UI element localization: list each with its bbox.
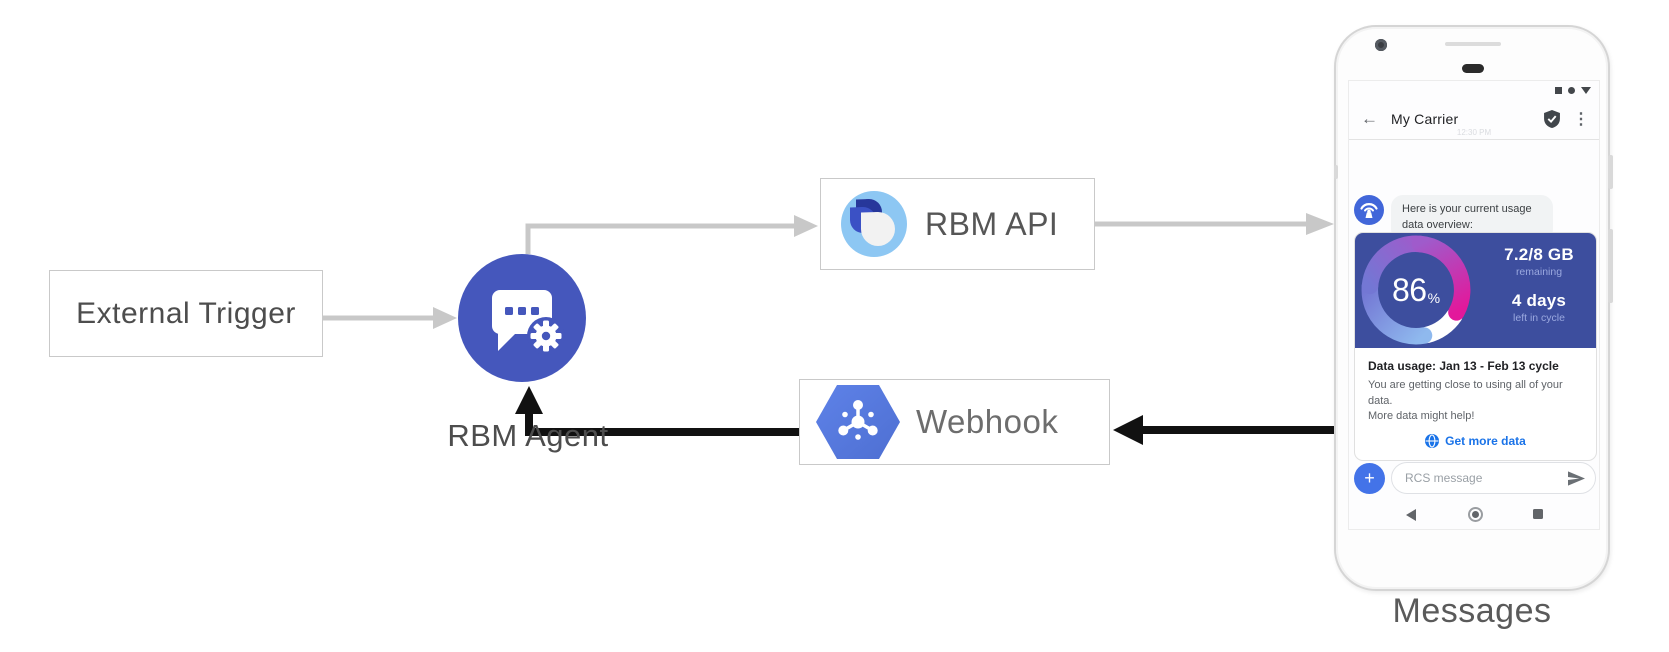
- usage-percent: 86 %: [1361, 235, 1471, 345]
- message-timestamp: 12:30 PM: [1456, 128, 1492, 137]
- webhook-label: Webhook: [916, 403, 1059, 440]
- days-value: 4 days: [1511, 291, 1567, 310]
- overflow-menu-icon[interactable]: ⋮: [1573, 111, 1589, 128]
- status-square-icon: [1555, 87, 1562, 94]
- antenna-icon: [1360, 203, 1378, 218]
- status-dot-icon: [1568, 87, 1575, 94]
- usage-gauge-panel: 86 % 7.2/8 GB remaining 4 days left in c…: [1355, 233, 1596, 348]
- get-more-data-label: Get more data: [1445, 433, 1526, 448]
- phone-screen: ← My Carrier ⋮ 12:30 PM: [1348, 80, 1600, 530]
- usage-card-text-line1: You are getting close to using all of yo…: [1368, 379, 1563, 407]
- globe-icon: [1425, 433, 1440, 448]
- remaining-label: remaining: [1515, 266, 1563, 278]
- app-bar: ← My Carrier ⋮: [1349, 99, 1599, 139]
- volume-button: [1608, 229, 1613, 303]
- compose-bar: +: [1354, 462, 1596, 494]
- speaker-slit: [1445, 42, 1501, 46]
- chat-bubble-gear-icon: [492, 290, 565, 355]
- usage-percent-value: 86: [1391, 271, 1427, 308]
- usage-donut-gauge: [1361, 235, 1471, 345]
- nav-home-button[interactable]: [1468, 507, 1483, 522]
- webhook-hexagon-icon: [816, 385, 900, 459]
- app-bar-divider: [1349, 139, 1599, 140]
- rbm-agent-label: RBM Agent: [447, 418, 609, 453]
- nav-home-dot: [1472, 511, 1479, 518]
- days-label: left in cycle: [1513, 312, 1565, 324]
- arrow-external-trigger-to-agent: [323, 307, 457, 329]
- front-camera: [1375, 39, 1387, 51]
- rbm-api-logo-icon: [841, 191, 907, 257]
- status-triangle-icon: [1581, 87, 1591, 94]
- android-nav-bar: [1349, 506, 1599, 526]
- conversation-title: My Carrier: [1391, 111, 1459, 127]
- sim-tray: [1334, 165, 1338, 179]
- power-button: [1608, 155, 1613, 189]
- message-input-pill: [1391, 462, 1596, 494]
- rbm-agent-node: [458, 254, 586, 382]
- agent-message-line1: Here is your current usage: [1402, 203, 1532, 215]
- agent-message-line2: data overview:: [1402, 218, 1473, 231]
- verified-shield-icon: [1544, 110, 1560, 128]
- phone-caption: Messages: [1392, 592, 1552, 630]
- usage-rich-card: 86 % 7.2/8 GB remaining 4 days left in c…: [1354, 232, 1597, 461]
- send-icon[interactable]: [1567, 470, 1586, 487]
- rbm-api-node: RBM API: [820, 178, 1095, 270]
- earpiece: [1462, 64, 1484, 73]
- get-more-data-button[interactable]: Get more data: [1368, 433, 1583, 448]
- arrow-api-to-phone: [1095, 213, 1334, 235]
- arrow-phone-to-webhook: [1113, 415, 1340, 445]
- usage-stats: 7.2/8 GB remaining 4 days left in cycle: [1485, 245, 1593, 324]
- usage-card-text-line2: More data might help!: [1368, 410, 1475, 423]
- external-trigger-label: External Trigger: [76, 296, 296, 330]
- remaining-value: 7.2/8 GB: [1504, 245, 1574, 264]
- external-trigger-node: External Trigger: [49, 270, 323, 357]
- rbm-api-label: RBM API: [925, 205, 1059, 242]
- status-bar: [1555, 87, 1591, 94]
- nav-recents-button[interactable]: [1533, 509, 1543, 519]
- back-arrow-icon[interactable]: ←: [1361, 109, 1378, 128]
- nav-back-button[interactable]: [1406, 509, 1416, 521]
- carrier-avatar: [1354, 195, 1384, 225]
- usage-card-title: Data usage: Jan 13 - Feb 13 cycle: [1368, 359, 1559, 373]
- attach-plus-button[interactable]: +: [1354, 462, 1385, 494]
- usage-card-text: You are getting close to using all of yo…: [1368, 378, 1583, 425]
- usage-percent-symbol: %: [1427, 290, 1441, 306]
- phone-mockup: ← My Carrier ⋮ 12:30 PM: [1334, 25, 1613, 591]
- usage-card-body: Data usage: Jan 13 - Feb 13 cycle You ar…: [1355, 348, 1596, 460]
- arrow-agent-to-api: [525, 215, 818, 254]
- webhook-node: Webhook: [799, 379, 1110, 465]
- message-input[interactable]: [1405, 471, 1567, 485]
